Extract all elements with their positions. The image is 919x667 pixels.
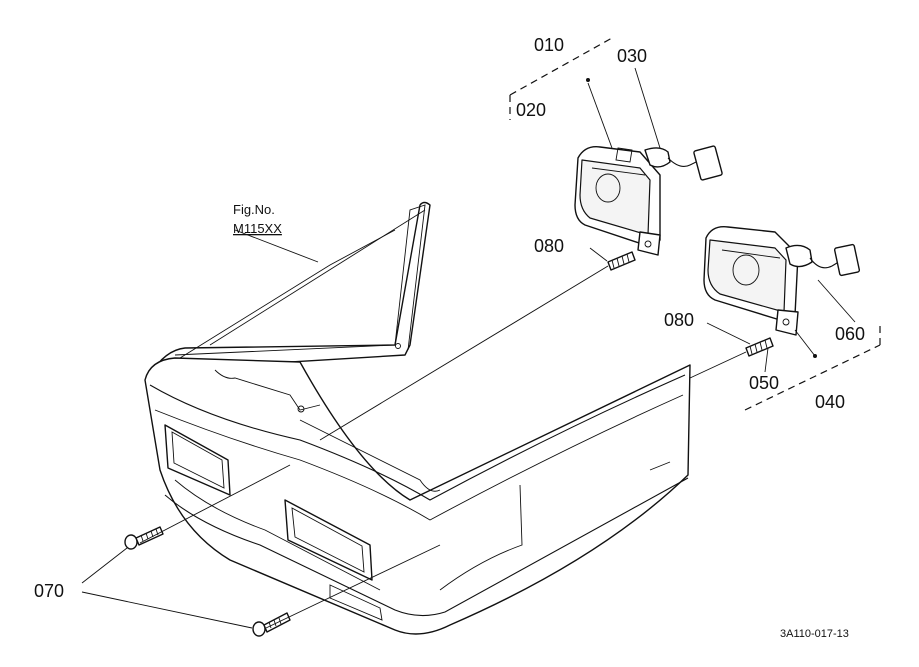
screw-070-upper bbox=[124, 526, 164, 550]
headlight-upper bbox=[574, 145, 723, 256]
callout-050: 050 bbox=[749, 373, 779, 393]
callout-040: 040 bbox=[815, 392, 845, 412]
figure-ref-number: M115XX bbox=[233, 221, 282, 236]
group-bracket-010 bbox=[509, 37, 613, 120]
callout-030: 030 bbox=[617, 46, 647, 66]
front-grille-housing bbox=[144, 201, 691, 635]
callout-020: 020 bbox=[516, 100, 546, 120]
group-bracket-040 bbox=[744, 325, 881, 411]
callout-070: 070 bbox=[34, 581, 64, 601]
drawing-code: 3A110-017-13 bbox=[780, 628, 849, 640]
leader-lines bbox=[81, 67, 856, 629]
bolt-080-upper bbox=[607, 251, 636, 271]
headlight-lower bbox=[703, 226, 861, 336]
callout-080-lower: 080 bbox=[664, 310, 694, 330]
screw-070-lower bbox=[252, 612, 291, 637]
figure-ref-label: Fig.No. bbox=[233, 202, 275, 217]
callout-060: 060 bbox=[835, 324, 865, 344]
bolt-080-lower bbox=[745, 337, 774, 357]
callout-010: 010 bbox=[534, 35, 564, 55]
callout-080-upper: 080 bbox=[534, 236, 564, 256]
